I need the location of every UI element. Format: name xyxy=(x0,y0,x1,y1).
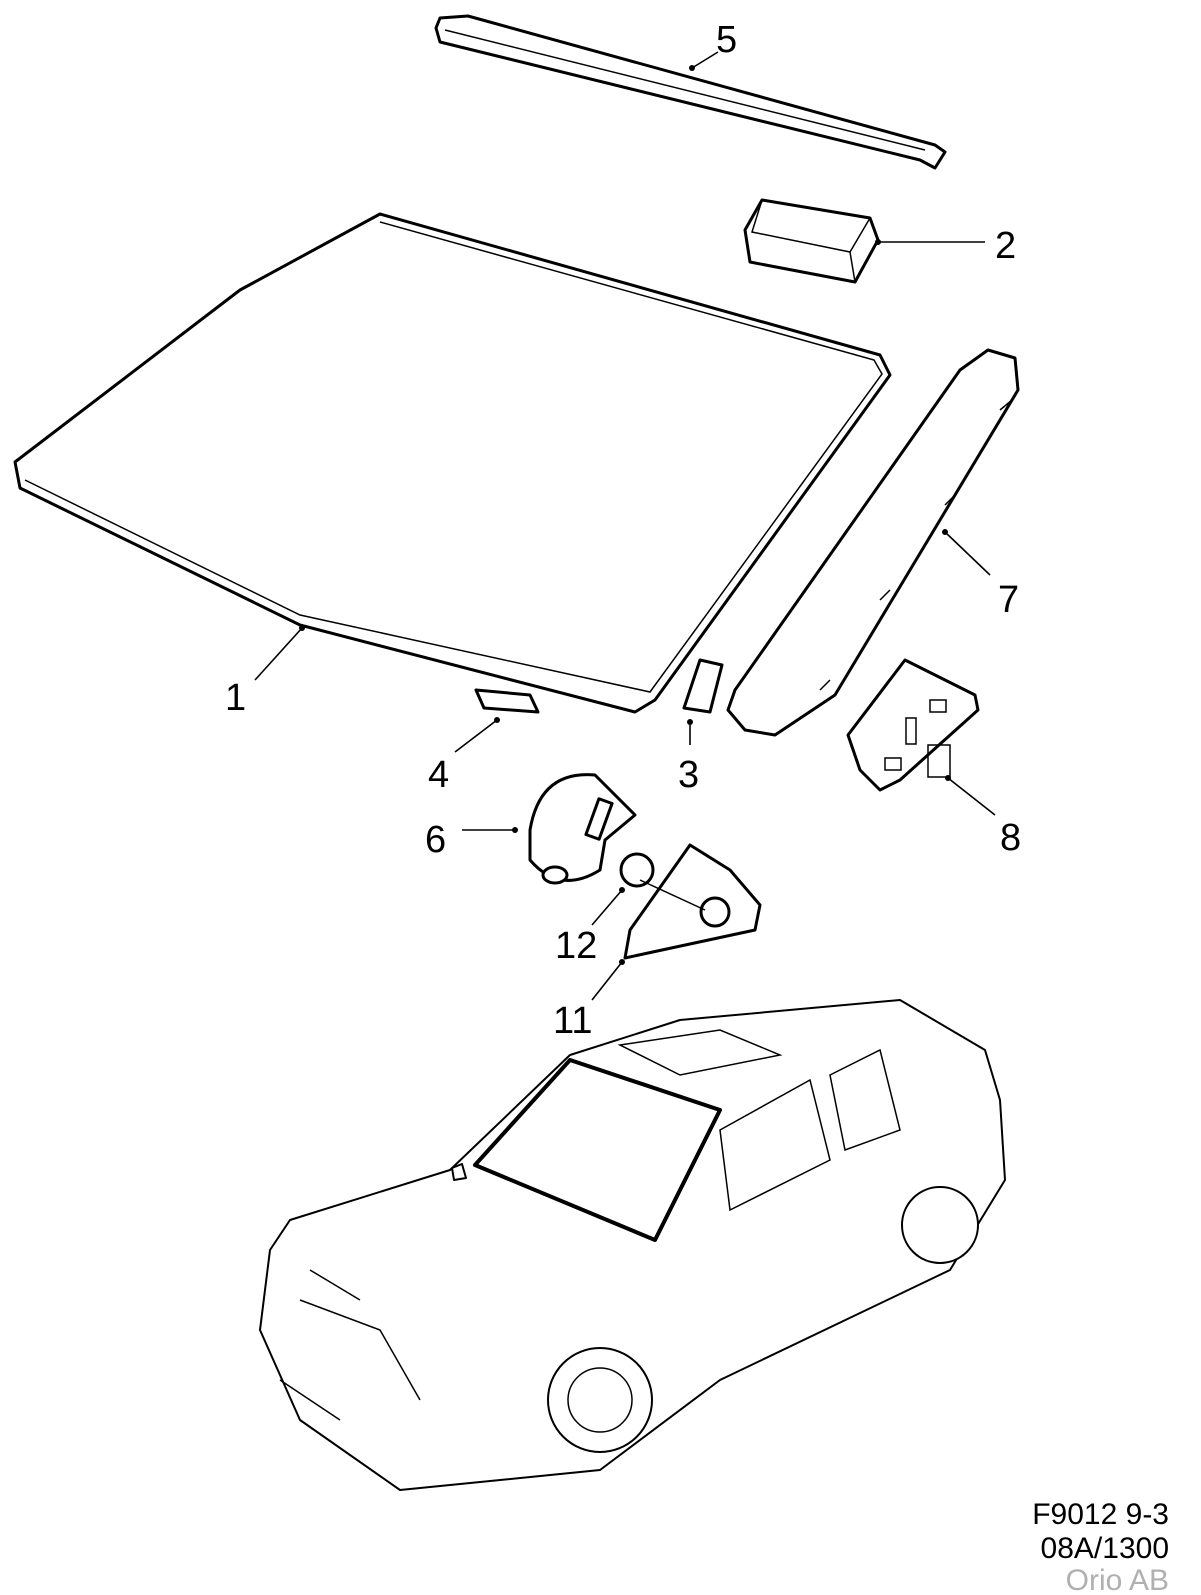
part-7-pillar-trim xyxy=(726,348,1020,737)
car-illustration xyxy=(259,999,1006,1491)
part-12-seal xyxy=(619,852,655,888)
part-8-bracket xyxy=(846,658,980,792)
part-6-sensor xyxy=(528,773,637,885)
part-1-windscreen xyxy=(13,212,892,714)
callout-4: 4 xyxy=(428,754,449,796)
publisher: Orio AB xyxy=(1065,1564,1169,1595)
callout-2: 2 xyxy=(995,225,1016,267)
callout-3: 3 xyxy=(678,754,699,796)
part-5-roof-moulding xyxy=(434,14,947,170)
callout-7: 7 xyxy=(998,579,1019,621)
part-3-pad xyxy=(682,658,724,714)
callout-1: 1 xyxy=(225,677,246,719)
callout-11: 11 xyxy=(553,1000,592,1042)
figure-reference: F9012 9-3 xyxy=(1032,1498,1169,1531)
leader-lines xyxy=(254,51,996,1001)
part-11-mirror-base xyxy=(623,843,762,960)
callout-12: 12 xyxy=(555,925,597,967)
callout-6: 6 xyxy=(425,819,446,861)
part-4-pad xyxy=(474,688,540,714)
callout-5: 5 xyxy=(716,19,737,61)
figure-code: 08A/1300 xyxy=(1040,1532,1169,1565)
callout-8: 8 xyxy=(1000,817,1021,859)
part-2-block xyxy=(743,198,880,284)
